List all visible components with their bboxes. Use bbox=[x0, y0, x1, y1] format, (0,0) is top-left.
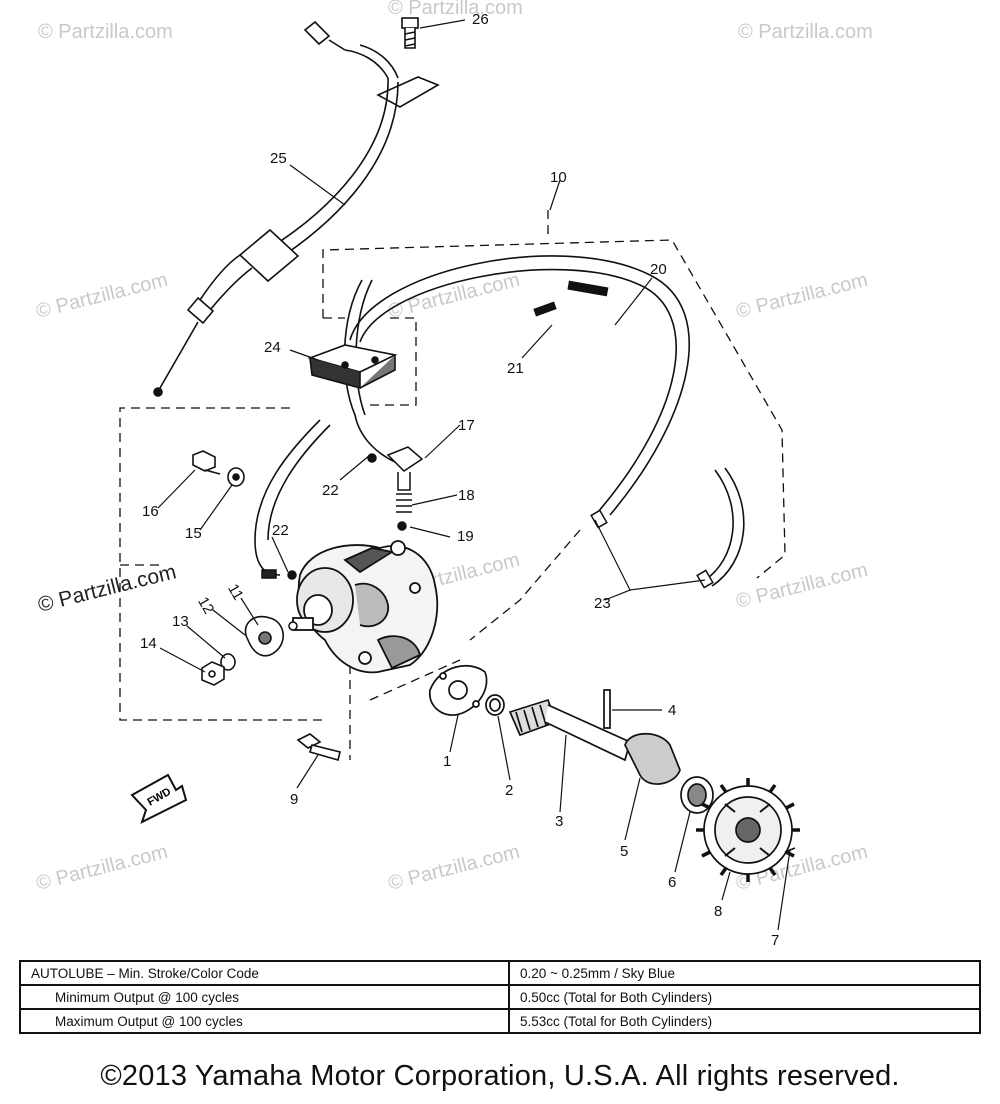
spec-row: Maximum Output @ 100 cycles 5.53cc (Tota… bbox=[19, 1008, 981, 1034]
bolt-26 bbox=[401, 17, 419, 49]
callout-2: 2 bbox=[505, 782, 513, 799]
spec-label: Maximum Output @ 100 cycles bbox=[19, 1008, 510, 1034]
fwd-arrow: FWD bbox=[130, 773, 188, 824]
copyright-notice: ©2013 Yamaha Motor Corporation, U.S.A. A… bbox=[100, 1060, 900, 1092]
oil-pump-body bbox=[292, 540, 439, 674]
callout-numbers: 26 25 10 20 21 24 17 22 18 19 16 15 22 2… bbox=[140, 11, 779, 949]
callout-22: 22 bbox=[272, 522, 289, 539]
bolt-16-washer-15 bbox=[192, 450, 245, 487]
spec-label: Minimum Output @ 100 cycles bbox=[19, 984, 510, 1010]
watermark: © Partzilla.com bbox=[734, 559, 870, 613]
callout-5: 5 bbox=[620, 843, 628, 860]
spec-value: 5.53cc (Total for Both Cylinders) bbox=[508, 1008, 981, 1034]
spec-value: 0.50cc (Total for Both Cylinders) bbox=[508, 984, 981, 1010]
watermark: © Partzilla.com bbox=[734, 269, 870, 323]
watermarks: © Partzilla.com © Partzilla.com © Partzi… bbox=[34, 0, 873, 895]
callout-26: 26 bbox=[472, 11, 489, 28]
hose-bracket-24 bbox=[307, 344, 398, 390]
spec-row: AUTOLUBE – Min. Stroke/Color Code 0.20 ~… bbox=[19, 960, 981, 986]
callout-15: 15 bbox=[185, 525, 202, 542]
leader-lines bbox=[157, 19, 791, 931]
watermark: © Partzilla.com bbox=[34, 841, 170, 895]
callout-11: 11 bbox=[224, 581, 247, 603]
callout-21: 21 bbox=[507, 360, 524, 377]
watermark: © Partzilla.com bbox=[38, 21, 173, 43]
pump-cover-parts bbox=[201, 615, 298, 686]
callout-19: 19 bbox=[457, 528, 474, 545]
watermark: © Partzilla.com bbox=[738, 21, 873, 43]
callout-23: 23 bbox=[594, 595, 611, 612]
drive-assembly bbox=[429, 664, 800, 882]
watermark: © Partzilla.com bbox=[34, 269, 170, 323]
callout-1: 1 bbox=[443, 753, 451, 770]
callout-12: 12 bbox=[194, 594, 217, 617]
callout-14: 14 bbox=[140, 635, 157, 652]
callout-4: 4 bbox=[668, 702, 676, 719]
autolube-spec-table: AUTOLUBE – Min. Stroke/Color Code 0.20 ~… bbox=[19, 960, 981, 1034]
oil-pump-cable bbox=[153, 20, 440, 397]
watermark: © Partzilla.com bbox=[386, 269, 522, 323]
callout-16: 16 bbox=[142, 503, 159, 520]
callout-8: 8 bbox=[714, 903, 722, 920]
hose-clips bbox=[261, 509, 714, 589]
watermark: © Partzilla.com bbox=[386, 841, 522, 895]
watermark: © Partzilla.com bbox=[36, 560, 179, 617]
bolt-9 bbox=[296, 733, 341, 761]
callout-9: 9 bbox=[290, 791, 298, 808]
callout-24: 24 bbox=[264, 339, 281, 356]
callout-10: 10 bbox=[550, 169, 567, 186]
spec-label: AUTOLUBE – Min. Stroke/Color Code bbox=[19, 960, 510, 986]
spec-value: 0.20 ~ 0.25mm / Sky Blue bbox=[508, 960, 981, 986]
callout-6: 6 bbox=[668, 874, 676, 891]
callout-25: 25 bbox=[270, 150, 287, 167]
callout-22: 22 bbox=[322, 482, 339, 499]
callout-20: 20 bbox=[650, 261, 667, 278]
callout-13: 13 bbox=[172, 613, 189, 630]
callout-17: 17 bbox=[458, 417, 475, 434]
callout-7: 7 bbox=[771, 932, 779, 949]
group-outlines bbox=[119, 210, 786, 760]
callout-3: 3 bbox=[555, 813, 563, 830]
oil-hoses bbox=[254, 255, 745, 587]
callout-18: 18 bbox=[458, 487, 475, 504]
gear-8 bbox=[696, 778, 800, 882]
watermark: © Partzilla.com bbox=[388, 0, 523, 19]
parts-diagram: © Partzilla.com © Partzilla.com © Partzi… bbox=[34, 0, 873, 949]
spec-row: Minimum Output @ 100 cycles 0.50cc (Tota… bbox=[19, 984, 981, 1010]
banjo-fitting bbox=[367, 446, 424, 531]
